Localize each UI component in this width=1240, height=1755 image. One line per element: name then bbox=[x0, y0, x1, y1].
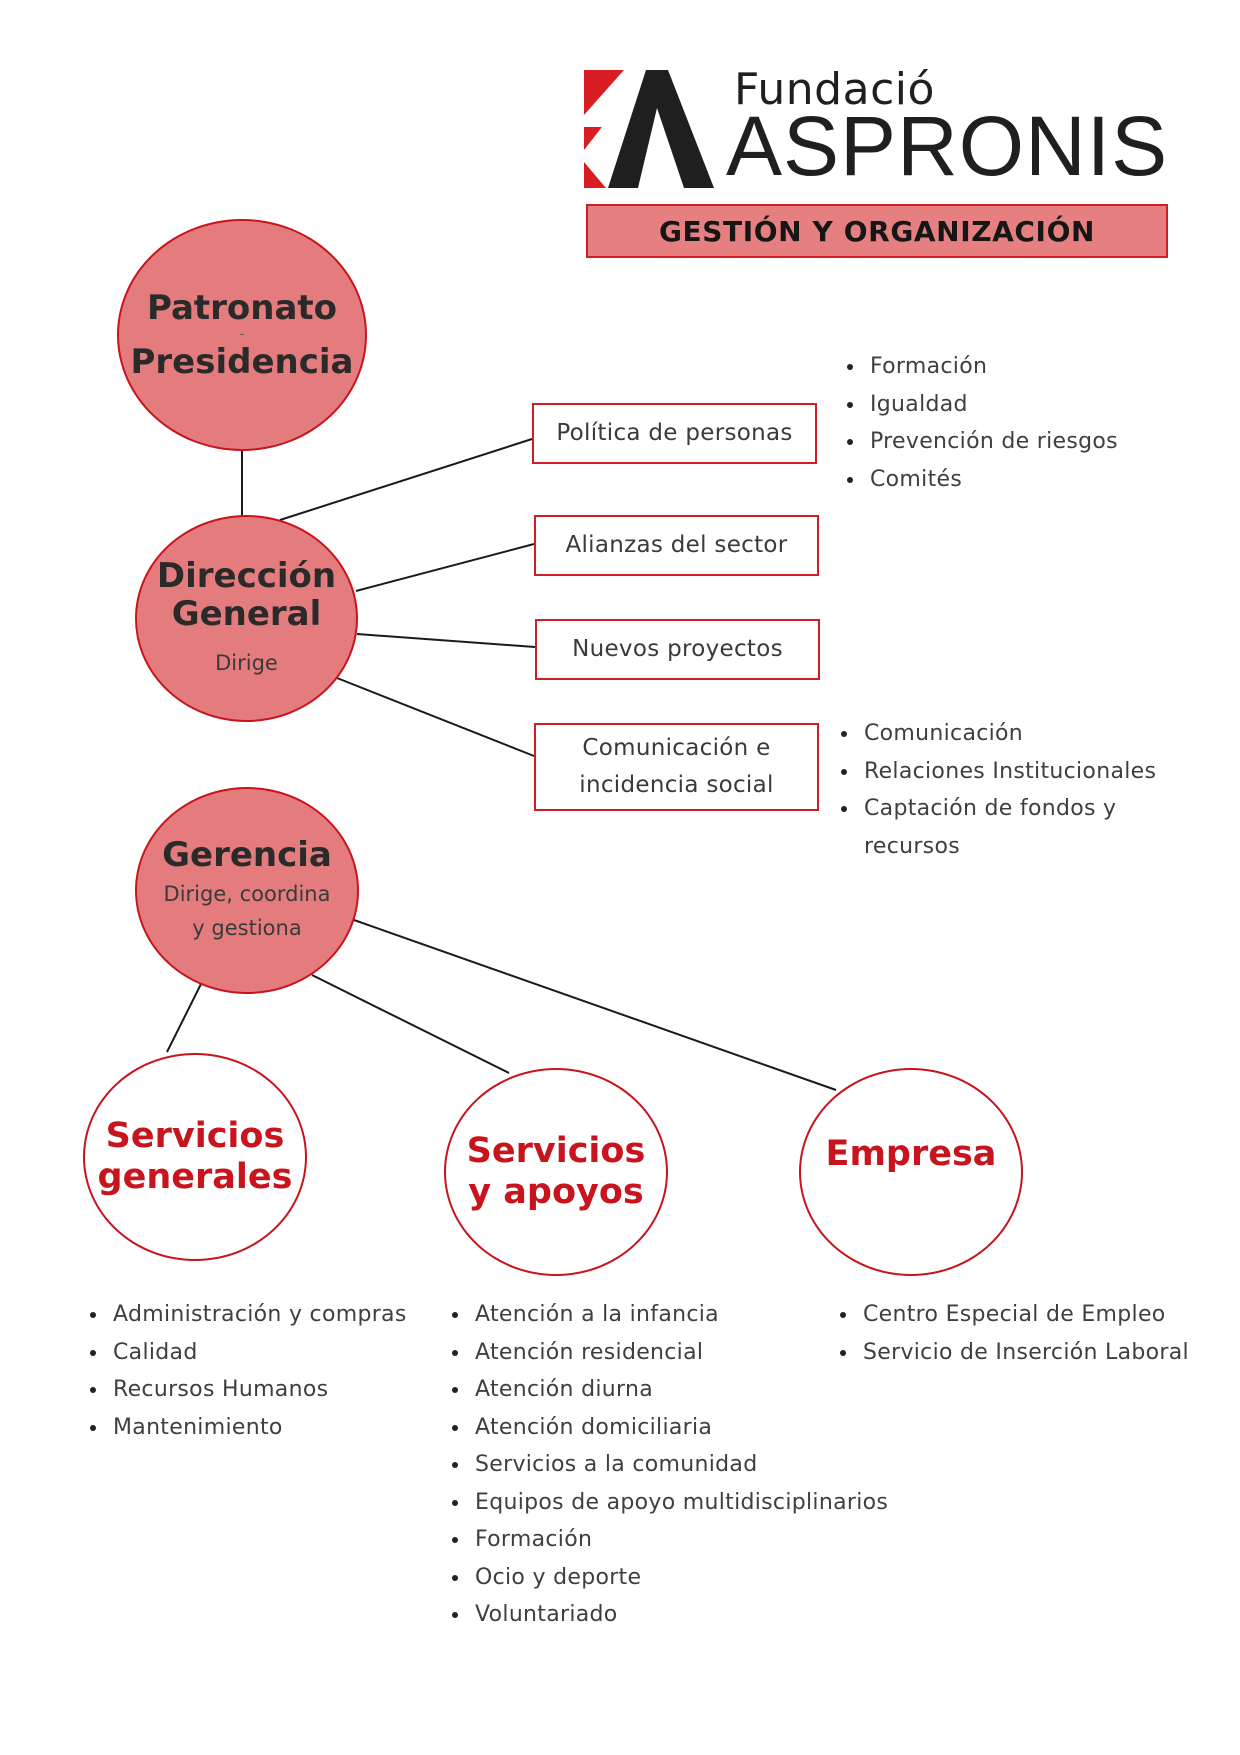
connector-gerencia-servicios-apoyos bbox=[311, 974, 510, 1074]
node-gerencia-note-line1: Dirige, coordina bbox=[163, 881, 331, 906]
box-alianzas-sector: Alianzas del sector bbox=[534, 515, 819, 576]
list-item: Formación bbox=[471, 1521, 888, 1559]
list-item: Servicios a la comunidad bbox=[471, 1446, 888, 1484]
list-item: Comités bbox=[866, 461, 1118, 499]
connector-direccion-comunicacion bbox=[336, 677, 535, 757]
list-item: Ocio y deporte bbox=[471, 1559, 888, 1597]
list-item: Administración y compras bbox=[109, 1296, 407, 1334]
connector-direccion-alianzas bbox=[355, 543, 535, 592]
node-sg-line2: generales bbox=[97, 1157, 293, 1197]
connector-direccion-politica bbox=[279, 438, 533, 521]
node-sa-line1: Servicios bbox=[466, 1130, 646, 1171]
list-item: Igualdad bbox=[866, 386, 1118, 424]
list-item: Atención a la infancia bbox=[471, 1296, 888, 1334]
node-sa-line2: y apoyos bbox=[468, 1172, 644, 1212]
box-comunicacion-line2: incidencia social bbox=[579, 772, 774, 798]
list-item: Recursos Humanos bbox=[109, 1371, 407, 1409]
box-comunicacion-line1: Comunicación e bbox=[582, 735, 771, 762]
connector-direccion-nuevos bbox=[356, 633, 536, 648]
list-servicios-apoyos: Atención a la infancia Atención residenc… bbox=[441, 1296, 888, 1634]
node-gerencia-note-line2: y gestiona bbox=[192, 915, 302, 940]
node-patronato-line1: Patronato bbox=[146, 288, 338, 329]
node-empresa-line1: Empresa bbox=[825, 1134, 997, 1175]
list-item: Formación bbox=[866, 348, 1118, 386]
list-item: Atención residencial bbox=[471, 1334, 888, 1372]
connector-gerencia-empresa bbox=[353, 919, 837, 1091]
list-servicios-generales: Administración y compras Calidad Recurso… bbox=[79, 1296, 407, 1446]
node-servicios-generales: Servicios generales bbox=[83, 1053, 307, 1261]
list-item: Mantenimiento bbox=[109, 1409, 407, 1447]
logo-top-text: Fundació bbox=[734, 64, 935, 115]
list-item: Servicio de Inserción Laboral bbox=[859, 1334, 1189, 1372]
node-direccion-note: Dirige bbox=[215, 650, 278, 675]
list-item: Voluntariado bbox=[471, 1596, 888, 1634]
node-patronato-separator: - bbox=[239, 327, 245, 343]
list-item: Atención domiciliaria bbox=[471, 1409, 888, 1447]
connector-gerencia-servicios-generales bbox=[166, 983, 202, 1053]
list-item: Centro Especial de Empleo bbox=[859, 1296, 1189, 1334]
list-item: Comunicación bbox=[860, 715, 1190, 753]
list-item: Equipos de apoyo multidisciplinarios bbox=[471, 1484, 888, 1522]
node-patronato-line2: Presidencia bbox=[130, 341, 354, 382]
node-direccion-line2: General bbox=[171, 593, 322, 634]
box-politica-personas: Política de personas bbox=[532, 403, 817, 464]
box-nuevos-proyectos: Nuevos proyectos bbox=[535, 619, 820, 680]
page-title: GESTIÓN Y ORGANIZACIÓN bbox=[586, 204, 1168, 258]
logo-mark-icon bbox=[584, 70, 714, 188]
list-item: Captación de fondos y recursos bbox=[860, 790, 1190, 865]
list-item: Prevención de riesgos bbox=[866, 423, 1118, 461]
list-item: Atención diurna bbox=[471, 1371, 888, 1409]
list-item: Calidad bbox=[109, 1334, 407, 1372]
node-patronato: Patronato - Presidencia bbox=[117, 219, 367, 451]
node-gerencia: Gerencia Dirige, coordina y gestiona bbox=[135, 787, 359, 994]
node-direccion-line1: Dirección bbox=[156, 555, 337, 596]
node-direccion-general: Dirección General Dirige bbox=[135, 515, 358, 722]
list-politica-personas: Formación Igualdad Prevención de riesgos… bbox=[836, 348, 1118, 498]
node-gerencia-line1: Gerencia bbox=[162, 834, 332, 875]
box-comunicacion-incidencia: Comunicación e incidencia social bbox=[534, 723, 819, 811]
logo-main-text: ASPRONIS bbox=[726, 99, 1169, 193]
list-comunicacion: Comunicación Relaciones Institucionales … bbox=[830, 715, 1190, 865]
list-empresa: Centro Especial de Empleo Servicio de In… bbox=[829, 1296, 1189, 1371]
node-empresa: Empresa bbox=[799, 1068, 1023, 1276]
node-servicios-apoyos: Servicios y apoyos bbox=[444, 1068, 668, 1276]
list-item: Relaciones Institucionales bbox=[860, 753, 1190, 791]
node-sg-line1: Servicios bbox=[105, 1115, 285, 1156]
